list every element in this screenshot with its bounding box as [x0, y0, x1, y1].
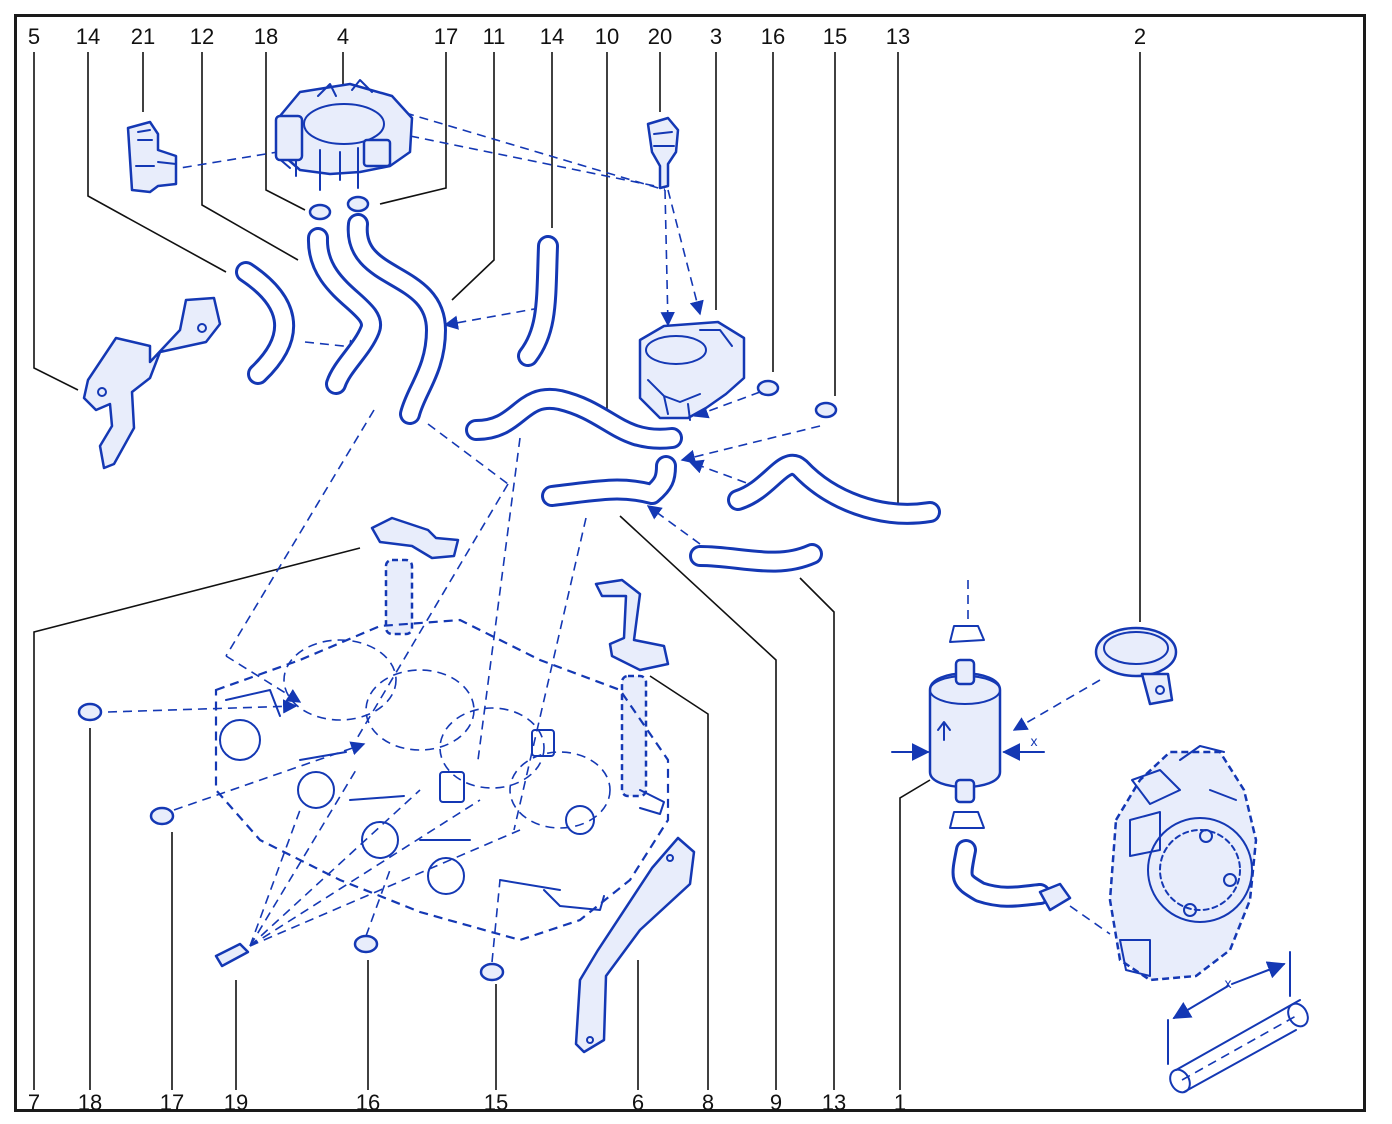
callout-top-4: 4 — [337, 24, 349, 49]
hose-14b — [517, 235, 559, 367]
callout-bottom-13: 13 — [822, 1090, 846, 1115]
clips-upper — [308, 195, 838, 419]
callout-top-14a: 14 — [76, 24, 100, 49]
hose-13a — [727, 454, 941, 525]
callout-top-21: 21 — [131, 24, 155, 49]
callout-top-16: 16 — [761, 24, 785, 49]
part-4-module — [274, 79, 414, 191]
callout-bottom-18: 18 — [78, 1090, 102, 1115]
part-6-bracket — [574, 836, 696, 1054]
part-5-bracket — [82, 296, 222, 470]
hoses — [235, 213, 941, 573]
hose-10 — [465, 387, 683, 450]
callout-bottom-7: 7 — [28, 1090, 40, 1115]
leader-7 — [33, 547, 361, 1090]
part-8-bracket — [594, 578, 670, 672]
leader-8 — [649, 675, 709, 1090]
leader-lines-top — [33, 52, 1141, 622]
callout-bottom-8: 8 — [702, 1090, 714, 1115]
callout-top-17: 17 — [434, 24, 458, 49]
leader-11 — [451, 52, 495, 301]
hose-14a — [235, 261, 296, 385]
callout-bottom-17: 17 — [160, 1090, 184, 1115]
callout-top-10: 10 — [595, 24, 619, 49]
leader-lines-bottom — [33, 515, 931, 1090]
callouts-top: 5 14 21 12 18 4 17 11 14 10 20 3 16 15 1… — [28, 24, 1146, 49]
callout-top-20: 20 — [648, 24, 672, 49]
callout-top-2: 2 — [1134, 24, 1146, 49]
callout-bottom-1: 1 — [894, 1090, 906, 1115]
hose-9 — [541, 455, 677, 507]
clips-lower — [77, 702, 505, 982]
dimension-x-filter: x — [1031, 733, 1038, 749]
callout-top-15: 15 — [823, 24, 847, 49]
hose-dimension-detail: x — [1167, 951, 1309, 1094]
callout-bottom-15: 15 — [484, 1090, 508, 1115]
leader-1 — [899, 779, 931, 1090]
engine-block — [214, 558, 670, 942]
leader-14a — [87, 52, 227, 273]
leader-18 — [265, 52, 306, 211]
hose-filter-outlet — [951, 839, 1111, 935]
part-21-connector — [126, 120, 178, 194]
dimension-x-hose: x — [1225, 975, 1232, 991]
part-20-sensor — [646, 116, 680, 190]
hose-13b — [689, 543, 823, 573]
part-3-valve — [638, 320, 746, 421]
regulator-assembly — [1108, 745, 1258, 982]
hose-12 — [307, 227, 382, 395]
leader-12 — [201, 52, 299, 261]
callout-top-11: 11 — [483, 24, 506, 49]
leader-17 — [379, 52, 447, 205]
part-1-filter: x — [891, 625, 1045, 829]
callout-bottom-9: 9 — [770, 1090, 782, 1115]
callout-top-18: 18 — [254, 24, 278, 49]
part-2-clamp — [1094, 626, 1178, 706]
diagram-frame — [14, 14, 1366, 1112]
hose-11 — [346, 213, 447, 425]
callout-bottom-19: 19 — [224, 1090, 248, 1115]
callout-bottom-6: 6 — [632, 1090, 644, 1115]
leader-9 — [619, 515, 777, 1090]
leader-13b — [799, 577, 835, 1090]
callout-top-5: 5 — [28, 24, 40, 49]
callouts-bottom: 7 18 17 19 16 15 6 8 9 13 1 — [28, 1090, 906, 1115]
assembly-dashed-lines — [107, 99, 1101, 963]
part-7-bracket — [370, 516, 460, 560]
callout-top-3: 3 — [710, 24, 722, 49]
callout-bottom-16: 16 — [356, 1090, 380, 1115]
leader-5 — [33, 52, 79, 391]
callout-top-12: 12 — [190, 24, 214, 49]
callout-top-14b: 14 — [540, 24, 564, 49]
part-19-fitting — [214, 942, 250, 968]
callout-top-13: 13 — [886, 24, 910, 49]
